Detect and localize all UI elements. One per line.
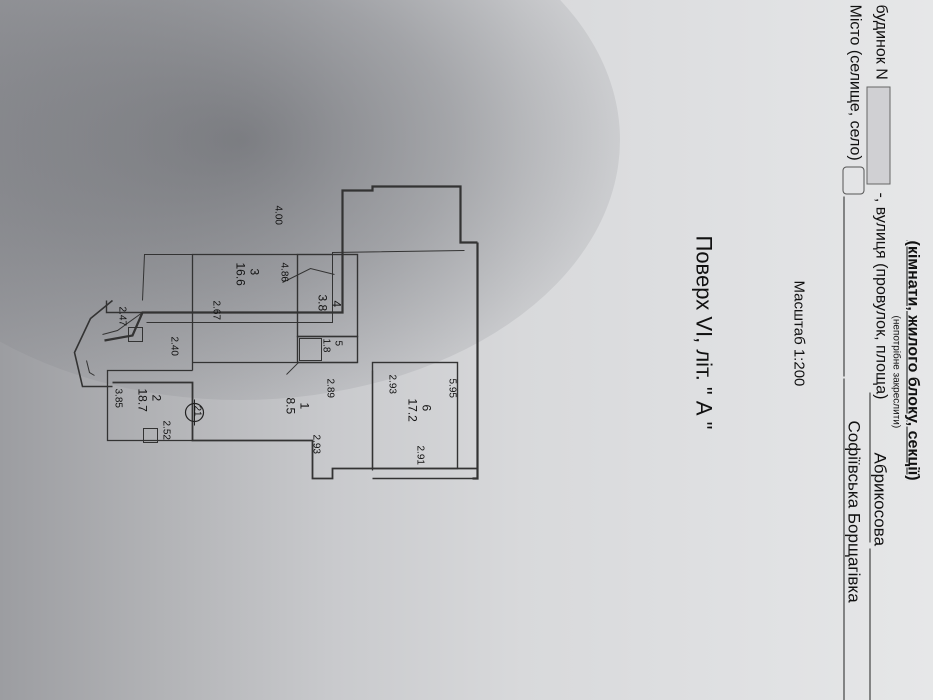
room-number: 1 bbox=[297, 402, 312, 410]
room-area: 8.5 bbox=[283, 397, 298, 415]
dim-label: 2.93 bbox=[386, 374, 398, 394]
room-area: 18.7 bbox=[135, 388, 150, 412]
dim-label: 2.67 bbox=[210, 300, 222, 320]
marker-21 bbox=[184, 399, 205, 426]
room-number: 5 bbox=[332, 340, 344, 347]
dim-label: 4.00 bbox=[272, 205, 284, 225]
room-area: 16.6 bbox=[233, 262, 248, 286]
room-area: 17.2 bbox=[405, 398, 420, 422]
dim-label: 2.89 bbox=[324, 378, 336, 398]
room-area: 3.8 bbox=[315, 294, 330, 312]
room-number: 4 bbox=[329, 300, 344, 308]
dim-label: 2.47 bbox=[116, 306, 128, 326]
room-number: 6 bbox=[419, 404, 434, 412]
dim-label: 5.95 bbox=[446, 378, 458, 398]
dim-label: 2.52 bbox=[160, 420, 172, 440]
dim-label: 2.93 bbox=[310, 434, 322, 454]
dim-label: 4.86 bbox=[278, 262, 290, 282]
room-number: 3 bbox=[247, 268, 262, 276]
room-number: 2 bbox=[149, 394, 164, 402]
dim-label: 2.91 bbox=[414, 445, 426, 465]
marker-label: 21 bbox=[191, 405, 203, 417]
dim-label: 2.40 bbox=[168, 336, 180, 356]
room-area: 1.8 bbox=[320, 338, 332, 353]
dim-label: 3.85 bbox=[112, 388, 124, 408]
